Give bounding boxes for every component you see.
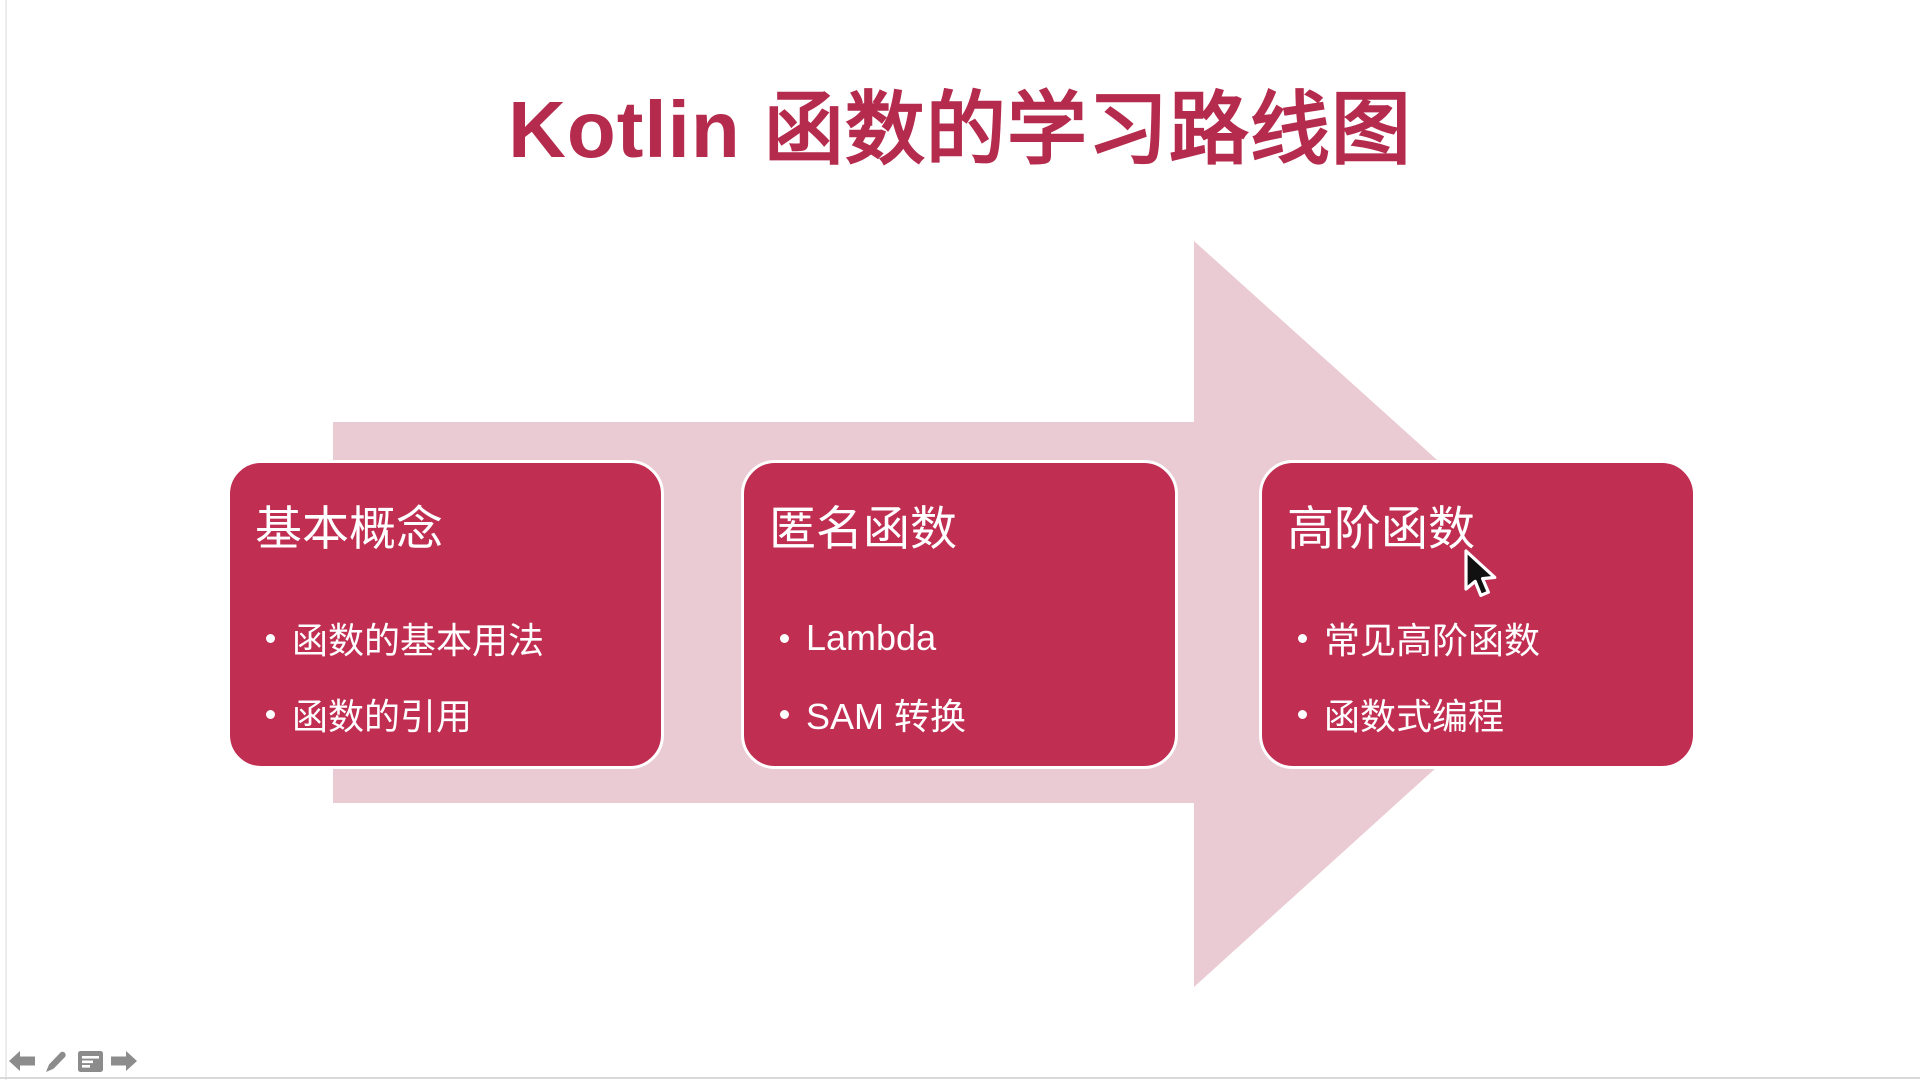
previous-slide-button[interactable] <box>8 1048 36 1074</box>
previous-slide-icon <box>9 1051 35 1071</box>
next-slide-icon <box>111 1051 137 1071</box>
bullet-text: SAM 转换 <box>806 696 967 737</box>
mouse-cursor-icon <box>1464 549 1497 597</box>
bullet-dot <box>266 709 275 719</box>
bullet-dot <box>266 633 275 643</box>
bullet-item: SAM 转换 <box>744 689 966 739</box>
pen-icon <box>46 1051 66 1072</box>
bullet-dot <box>1298 633 1307 643</box>
bullet-text: 常见高阶函数 <box>1324 620 1541 661</box>
presenter-controls <box>8 1048 138 1074</box>
bullet-item: 函数式编程 <box>1262 689 1504 739</box>
bullet-dot <box>780 633 789 643</box>
bullet-dot <box>1298 709 1307 719</box>
next-slide-button[interactable] <box>110 1048 138 1074</box>
pen-tool-button[interactable] <box>42 1048 70 1074</box>
slide-menu-button[interactable] <box>76 1048 104 1074</box>
box-heading: 匿名函数 <box>769 502 957 555</box>
slide-menu-icon <box>77 1050 103 1072</box>
bullet-text: Lambda <box>806 617 937 658</box>
bullet-text: 函数的基本用法 <box>292 620 545 661</box>
bullet-item: 常见高阶函数 <box>1262 613 1540 663</box>
bullet-text: 函数式编程 <box>1324 696 1505 737</box>
bullet-item: 函数的引用 <box>230 689 472 739</box>
slide-title: Kotlin 函数的学习路线图 <box>508 85 1412 174</box>
bullet-text: 函数的引用 <box>292 696 473 737</box>
box-heading: 基本概念 <box>255 502 443 555</box>
box-heading: 高阶函数 <box>1287 502 1475 555</box>
bullet-item: 函数的基本用法 <box>230 613 544 663</box>
roadmap-box-anonymous-functions: 匿名函数 Lambda SAM 转换 <box>741 460 1178 769</box>
slide-bottom-edge <box>0 1077 1920 1079</box>
roadmap-box-higher-order-functions: 高阶函数 常见高阶函数 函数式编程 <box>1259 460 1696 769</box>
slide-left-edge <box>5 0 7 1080</box>
roadmap-box-basic-concepts: 基本概念 函数的基本用法 函数的引用 <box>227 460 664 769</box>
bullet-item: Lambda <box>744 613 936 663</box>
bullet-dot <box>780 709 789 719</box>
